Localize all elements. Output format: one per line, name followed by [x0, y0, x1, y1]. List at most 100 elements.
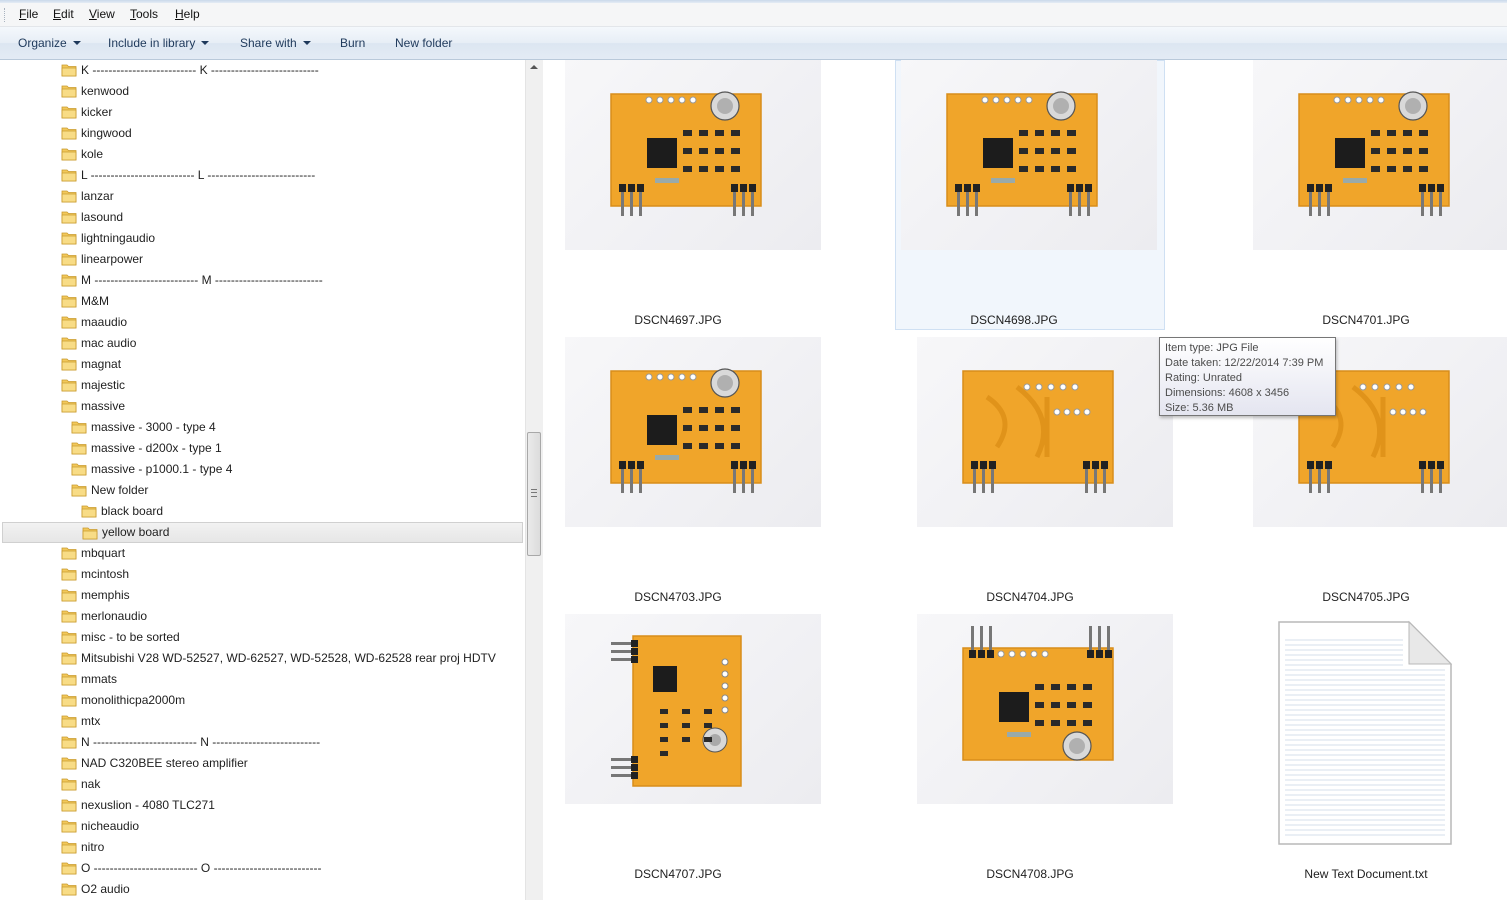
folder-icon: [61, 588, 77, 602]
menu-file[interactable]: File: [19, 7, 38, 21]
new-folder-button[interactable]: New folder: [395, 36, 452, 50]
share-with-label: Share with: [240, 36, 297, 50]
scrollbar-thumb[interactable]: [527, 432, 541, 556]
folder-icon: [61, 105, 77, 119]
nav-folder-item[interactable]: memphis: [0, 585, 523, 606]
nav-folder-label: L -------------------------- L ---------…: [81, 168, 316, 182]
photo-thumbnail: [901, 60, 1157, 250]
file-item[interactable]: DSCN4707.JPG: [543, 614, 821, 884]
file-item[interactable]: DSCN4708.JPG: [895, 614, 1173, 884]
nav-folder-item[interactable]: M&M: [0, 291, 523, 312]
menu-bar: File Edit View Tools Help: [0, 3, 1507, 27]
nav-folder-item[interactable]: nitro: [0, 837, 523, 858]
nav-folder-label: NAD C320BEE stereo amplifier: [81, 756, 248, 770]
file-item[interactable]: New Text Document.txt: [1231, 614, 1501, 884]
nav-folder-item[interactable]: linearpower: [0, 249, 523, 270]
file-item[interactable]: DSCN4698.JPG: [895, 60, 1165, 330]
pcb-image: [946, 91, 1098, 216]
nav-folder-label: lanzar: [81, 189, 114, 203]
menu-edit[interactable]: Edit: [53, 7, 74, 21]
nav-folder-item[interactable]: massive: [0, 396, 523, 417]
file-item[interactable]: DSCN4704.JPG: [895, 337, 1173, 607]
burn-button[interactable]: Burn: [340, 36, 365, 50]
scroll-up-arrow-icon[interactable]: [530, 65, 538, 69]
nav-folder-item[interactable]: magnat: [0, 354, 523, 375]
folder-icon: [61, 210, 77, 224]
include-in-library-button[interactable]: Include in library: [108, 36, 210, 50]
nav-folder-item[interactable]: nak: [0, 774, 523, 795]
nav-folder-item[interactable]: O -------------------------- O ---------…: [0, 858, 523, 879]
nav-folder-label: mbquart: [81, 546, 126, 560]
nav-folder-item[interactable]: New folder: [0, 480, 523, 501]
file-item[interactable]: DSCN4697.JPG: [543, 60, 821, 330]
nav-folder-item[interactable]: mtx: [0, 711, 523, 732]
new-folder-label: New folder: [395, 36, 453, 50]
nav-folder-item[interactable]: kicker: [0, 102, 523, 123]
menu-help[interactable]: Help: [175, 7, 200, 21]
organize-button[interactable]: Organize: [18, 36, 81, 50]
pcb-image: [611, 635, 742, 787]
folder-icon: [61, 378, 77, 392]
folder-icon: [61, 735, 77, 749]
nav-folder-item[interactable]: majestic: [0, 375, 523, 396]
tooltip-size: Size: 5.36 MB: [1165, 402, 1234, 414]
nav-folder-item[interactable]: lasound: [0, 207, 523, 228]
nav-folder-item[interactable]: nexuslion - 4080 TLC271: [0, 795, 523, 816]
nav-folder-item[interactable]: nicheaudio: [0, 816, 523, 837]
nav-folder-item[interactable]: massive - 3000 - type 4: [0, 417, 523, 438]
nav-folder-item[interactable]: NAD C320BEE stereo amplifier: [0, 753, 523, 774]
nav-folder-item[interactable]: M -------------------------- M ---------…: [0, 270, 523, 291]
nav-folder-item[interactable]: Mitsubishi V28 WD-52527, WD-62527, WD-52…: [0, 648, 523, 669]
folder-icon: [71, 483, 87, 497]
folder-icon: [61, 840, 77, 854]
menu-tools-label: ools: [136, 7, 159, 21]
nav-folder-item[interactable]: N -------------------------- N ---------…: [0, 732, 523, 753]
nav-folder-item[interactable]: massive - p1000.1 - type 4: [0, 459, 523, 480]
nav-folder-item[interactable]: kingwood: [0, 123, 523, 144]
nav-folder-label: M&M: [81, 294, 109, 308]
nav-folder-item[interactable]: lightningaudio: [0, 228, 523, 249]
nav-folder-label: O2 audio: [81, 882, 130, 896]
folder-icon: [61, 546, 77, 560]
nav-folder-label: massive - p1000.1 - type 4: [91, 462, 233, 476]
nav-folder-item[interactable]: maaudio: [0, 312, 523, 333]
nav-folder-item[interactable]: massive - d200x - type 1: [0, 438, 523, 459]
nav-folder-label: kingwood: [81, 126, 132, 140]
nav-folder-item[interactable]: black board: [0, 501, 523, 522]
nav-folder-item[interactable]: misc - to be sorted: [0, 627, 523, 648]
nav-folder-item[interactable]: kenwood: [0, 81, 523, 102]
nav-folder-item[interactable]: K -------------------------- K ---------…: [0, 60, 523, 81]
file-item[interactable]: DSCN4703.JPG: [543, 337, 821, 607]
nav-folder-label: massive - 3000 - type 4: [91, 420, 216, 434]
folder-icon: [61, 693, 77, 707]
nav-folder-item[interactable]: kole: [0, 144, 523, 165]
nav-folder-item[interactable]: mcintosh: [0, 564, 523, 585]
folder-icon: [61, 861, 77, 875]
nav-folder-item[interactable]: lanzar: [0, 186, 523, 207]
nav-folder-item[interactable]: merlonaudio: [0, 606, 523, 627]
chevron-down-icon: [302, 41, 311, 45]
nav-folder-item[interactable]: mmats: [0, 669, 523, 690]
menu-tools[interactable]: Tools: [130, 7, 158, 21]
share-with-button[interactable]: Share with: [240, 36, 311, 50]
file-name-label: DSCN4705.JPG: [1322, 590, 1410, 604]
nav-folder-item[interactable]: mbquart: [0, 543, 523, 564]
nav-folder-item[interactable]: O2 audio: [0, 879, 523, 900]
folder-icon: [61, 630, 77, 644]
folder-icon: [81, 504, 97, 518]
photo-thumbnail: [565, 60, 821, 250]
folder-icon: [61, 651, 77, 665]
folder-icon: [82, 526, 98, 540]
menu-view[interactable]: View: [89, 7, 115, 21]
nav-folder-label: linearpower: [81, 252, 144, 266]
folder-icon: [61, 567, 77, 581]
nav-folder-item[interactable]: L -------------------------- L ---------…: [0, 165, 523, 186]
menu-file-label: ile: [26, 7, 39, 21]
file-item[interactable]: DSCN4701.JPG: [1231, 60, 1507, 330]
pcb-image: [962, 626, 1114, 761]
navigation-scrollbar[interactable]: [525, 60, 543, 900]
nav-folder-item[interactable]: mac audio: [0, 333, 523, 354]
nav-folder-item[interactable]: monolithicpa2000m: [0, 690, 523, 711]
nav-folder-item[interactable]: yellow board: [2, 522, 523, 543]
burn-label: Burn: [340, 36, 366, 50]
